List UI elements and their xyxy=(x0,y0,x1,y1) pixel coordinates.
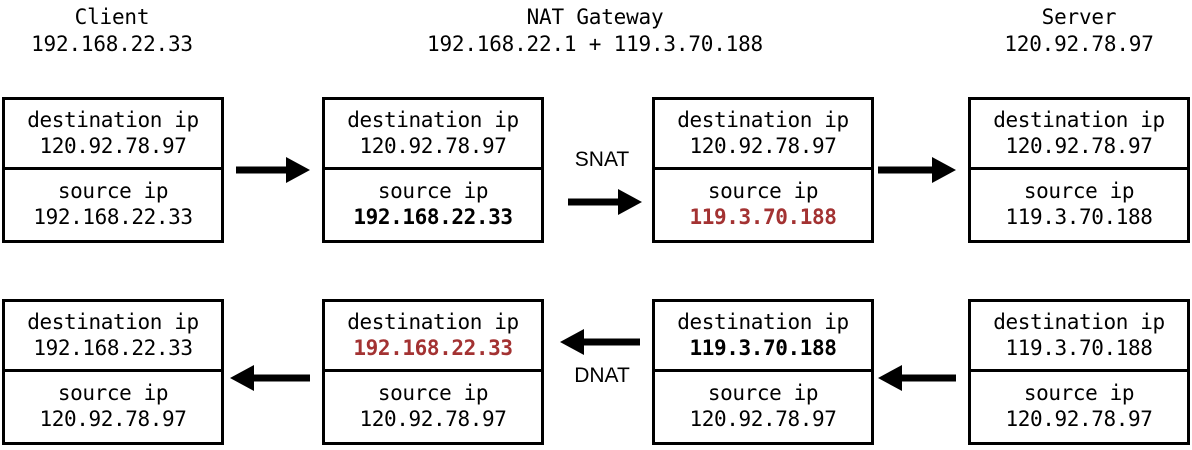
column-header-server: Server 120.92.78.97 xyxy=(968,4,1190,59)
column-header-nat-gateway-title: NAT Gateway xyxy=(526,5,664,29)
source-ip-label: source ip xyxy=(707,179,819,204)
packet-box-outbound-client: destination ip 120.92.78.97 source ip 19… xyxy=(2,97,224,243)
arrow-head-left-icon xyxy=(878,365,902,391)
source-ip-value: 192.168.22.33 xyxy=(33,205,193,229)
destination-ip-label: destination ip xyxy=(993,309,1165,334)
source-ip-value: 120.92.78.97 xyxy=(1005,407,1153,431)
dnat-label: DNAT xyxy=(574,364,630,387)
arrow-right-gateway-to-server xyxy=(878,157,956,183)
arrow-shaft xyxy=(900,374,956,382)
packet-box-outbound-server: destination ip 120.92.78.97 source ip 11… xyxy=(968,97,1190,243)
packet-box-outbound-gateway-out: destination ip 120.92.78.97 source ip 11… xyxy=(652,97,874,243)
packet-box-inbound-server: destination ip 119.3.70.188 source ip 12… xyxy=(968,299,1190,445)
arrow-shaft xyxy=(878,166,934,174)
column-header-client: Client 192.168.22.33 xyxy=(0,4,224,59)
destination-ip-label: destination ip xyxy=(677,107,849,132)
packet-field-source: source ip 120.92.78.97 xyxy=(971,372,1187,442)
arrow-head-left-icon xyxy=(560,329,584,355)
arrow-right-snat-translation xyxy=(568,189,642,215)
destination-ip-label: destination ip xyxy=(993,107,1165,132)
source-ip-value: 120.92.78.97 xyxy=(359,407,507,431)
packet-box-inbound-gateway-in: destination ip 119.3.70.188 source ip 12… xyxy=(652,299,874,445)
column-header-client-ip: 192.168.22.33 xyxy=(31,32,193,57)
source-ip-value: 120.92.78.97 xyxy=(39,407,187,431)
arrow-left-gateway-to-client xyxy=(230,365,310,391)
destination-ip-value: 120.92.78.97 xyxy=(39,133,187,158)
arrow-shaft xyxy=(252,374,310,382)
destination-ip-value: 120.92.78.97 xyxy=(359,133,507,158)
packet-box-inbound-client: destination ip 192.168.22.33 source ip 1… xyxy=(2,299,224,445)
packet-field-destination: destination ip 120.92.78.97 xyxy=(325,100,541,170)
packet-field-source: source ip 192.168.22.33 xyxy=(325,170,541,240)
packet-field-source: source ip 119.3.70.188 xyxy=(655,170,871,240)
packet-field-destination: destination ip 119.3.70.188 xyxy=(655,302,871,372)
destination-ip-label: destination ip xyxy=(27,107,199,132)
destination-ip-label: destination ip xyxy=(347,107,519,132)
source-ip-label: source ip xyxy=(707,381,819,406)
destination-ip-value-translated: 192.168.22.33 xyxy=(353,335,513,360)
packet-field-source: source ip 119.3.70.188 xyxy=(971,170,1187,240)
arrow-shaft xyxy=(568,198,620,206)
packet-field-destination: destination ip 192.168.22.33 xyxy=(325,302,541,372)
source-ip-value-translated: 119.3.70.188 xyxy=(689,205,837,229)
source-ip-label: source ip xyxy=(1023,381,1135,406)
source-ip-value: 119.3.70.188 xyxy=(1005,205,1153,229)
source-ip-value: 192.168.22.33 xyxy=(353,205,513,229)
arrow-head-right-icon xyxy=(618,189,642,215)
column-header-nat-gateway-ip: 192.168.22.1 + 119.3.70.188 xyxy=(427,32,763,57)
packet-field-source: source ip 192.168.22.33 xyxy=(5,170,221,240)
arrow-shaft xyxy=(236,166,288,174)
source-ip-label: source ip xyxy=(377,381,489,406)
packet-field-destination: destination ip 120.92.78.97 xyxy=(5,100,221,170)
source-ip-value: 120.92.78.97 xyxy=(689,407,837,431)
packet-box-inbound-gateway-out: destination ip 192.168.22.33 source ip 1… xyxy=(322,299,544,445)
packet-field-destination: destination ip 119.3.70.188 xyxy=(971,302,1187,372)
arrow-head-left-icon xyxy=(230,365,254,391)
source-ip-label: source ip xyxy=(377,179,489,204)
arrow-left-dnat-translation xyxy=(560,329,640,355)
packet-field-source: source ip 120.92.78.97 xyxy=(5,372,221,442)
arrow-shaft xyxy=(582,338,640,346)
column-header-nat-gateway: NAT Gateway 192.168.22.1 + 119.3.70.188 xyxy=(322,4,868,59)
source-ip-label: source ip xyxy=(57,381,169,406)
source-ip-label: source ip xyxy=(57,179,169,204)
destination-ip-value: 120.92.78.97 xyxy=(1005,133,1153,158)
destination-ip-value: 120.92.78.97 xyxy=(689,133,837,158)
arrow-right-client-to-gateway xyxy=(236,157,310,183)
packet-field-destination: destination ip 120.92.78.97 xyxy=(655,100,871,170)
source-ip-label: source ip xyxy=(1023,179,1135,204)
packet-field-destination: destination ip 120.92.78.97 xyxy=(971,100,1187,170)
column-header-client-title: Client xyxy=(74,5,150,29)
destination-ip-value: 119.3.70.188 xyxy=(689,335,837,360)
packet-field-source: source ip 120.92.78.97 xyxy=(655,372,871,442)
destination-ip-label: destination ip xyxy=(347,309,519,334)
arrow-left-server-to-gateway xyxy=(878,365,956,391)
destination-ip-value: 119.3.70.188 xyxy=(1005,335,1153,360)
arrow-head-right-icon xyxy=(286,157,310,183)
snat-label: SNAT xyxy=(574,148,630,171)
arrow-head-right-icon xyxy=(932,157,956,183)
column-header-server-title: Server xyxy=(1041,5,1117,29)
column-header-server-ip: 120.92.78.97 xyxy=(1004,32,1154,57)
destination-ip-label: destination ip xyxy=(677,309,849,334)
packet-box-outbound-gateway-in: destination ip 120.92.78.97 source ip 19… xyxy=(322,97,544,243)
packet-field-source: source ip 120.92.78.97 xyxy=(325,372,541,442)
destination-ip-label: destination ip xyxy=(27,309,199,334)
destination-ip-value: 192.168.22.33 xyxy=(33,335,193,360)
packet-field-destination: destination ip 192.168.22.33 xyxy=(5,302,221,372)
